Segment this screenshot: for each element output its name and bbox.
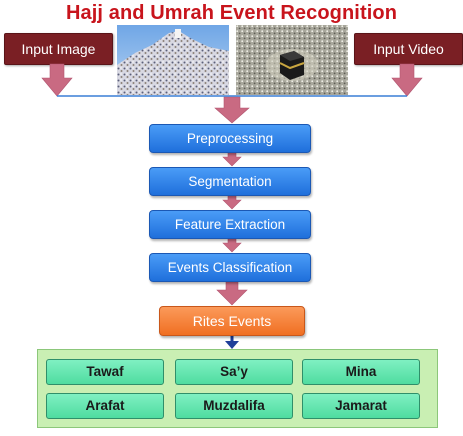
event-jamarat: Jamarat — [302, 393, 420, 419]
kaaba-crowd-photo — [236, 25, 348, 95]
mountain-crowd-photo — [117, 25, 229, 95]
arrow-feat-class — [222, 237, 242, 253]
rites-to-events-arrowhead — [225, 341, 239, 349]
input-video-arrow — [391, 63, 423, 97]
step-segmentation: Segmentation — [149, 167, 311, 196]
merge-arrow — [214, 96, 250, 124]
arrow-seg-feat — [222, 194, 242, 210]
event-muzdalifa: Muzdalifa — [175, 393, 293, 419]
input-image-arrow — [41, 63, 73, 97]
arrow-pre-seg — [222, 151, 242, 167]
step-events-classification: Events Classification — [149, 253, 311, 282]
diagram-title: Hajj and Umrah Event Recognition — [65, 2, 398, 24]
step-feature-extraction: Feature Extraction — [149, 210, 311, 239]
event-arafat: Arafat — [46, 393, 164, 419]
event-tawaf: Tawaf — [46, 359, 164, 385]
arrow-class-rites — [216, 281, 248, 306]
event-mina: Mina — [302, 359, 420, 385]
step-preprocessing: Preprocessing — [149, 124, 311, 153]
event-say: Sa’y — [175, 359, 293, 385]
events-panel: Tawaf Sa’y Mina Arafat Muzdalifa Jamarat — [37, 349, 438, 428]
rites-events-box: Rites Events — [159, 306, 305, 336]
